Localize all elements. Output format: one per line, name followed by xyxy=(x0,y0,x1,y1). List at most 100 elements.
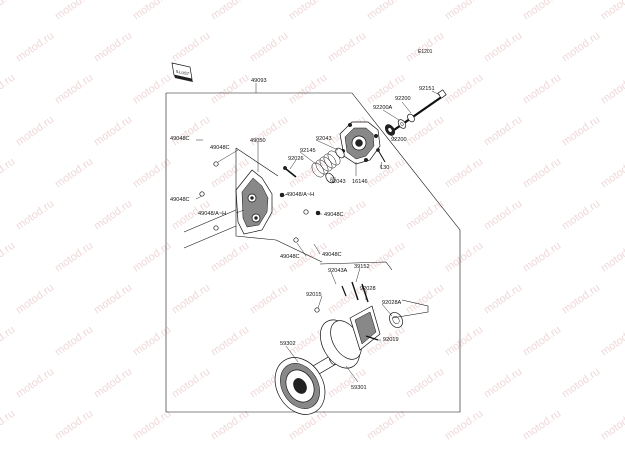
watermark-text: motod.ru xyxy=(131,324,173,359)
watermark-text: motod.ru xyxy=(365,0,407,22)
label-49048C-2: 49048C xyxy=(210,145,230,151)
sheave-59302 xyxy=(274,357,326,415)
watermark-text: motod.ru xyxy=(53,0,95,22)
arm-box xyxy=(183,147,323,263)
bushing-92028A xyxy=(389,312,403,328)
watermark-text: motod.ru xyxy=(209,0,251,22)
watermark-text: motod.ru xyxy=(404,198,446,233)
watermark-text: motod.ru xyxy=(14,366,56,401)
watermark-text: motod.ru xyxy=(482,114,524,149)
watermark-text: motod.ru xyxy=(560,282,602,317)
watermark-text: motod.ru xyxy=(560,366,602,401)
pins-39152 xyxy=(341,281,369,303)
watermark-text: motod.ru xyxy=(404,366,446,401)
watermark-text: motod.ru xyxy=(365,240,407,275)
watermark-text: motod.ru xyxy=(443,324,485,359)
label-92200-top: 92200 xyxy=(395,96,411,102)
label-130: 130 xyxy=(380,165,389,171)
watermark-text: motod.ru xyxy=(482,30,524,65)
watermark-text: motod.ru xyxy=(14,30,56,65)
watermark-text: motod.ru xyxy=(599,408,625,443)
svg-text:ILLUST: ILLUST xyxy=(175,69,190,77)
watermark-text: motod.ru xyxy=(131,408,173,443)
washer-92200A xyxy=(397,119,407,129)
watermark-text: motod.ru xyxy=(92,282,134,317)
watermark-text: motod.ru xyxy=(209,324,251,359)
label-92145: 92145 xyxy=(300,148,316,154)
label-59301: 59301 xyxy=(351,385,367,391)
watermark-text: motod.ru xyxy=(0,408,17,443)
watermark-text: motod.ru xyxy=(404,30,446,65)
watermark-text: motod.ru xyxy=(131,0,173,22)
spring-92145 xyxy=(311,150,341,178)
watermark-text: motod.ru xyxy=(170,114,212,149)
watermark-text: motod.ru xyxy=(287,72,329,107)
watermark-text: motod.ru xyxy=(287,0,329,22)
sheave-59301 xyxy=(320,305,381,369)
watermark-text: motod.ru xyxy=(53,240,95,275)
pin-92019 xyxy=(365,335,379,341)
watermark-text: motod.ru xyxy=(248,30,290,65)
label-16146: 16146 xyxy=(352,179,368,185)
part-labels: E1201 49093 92151 92200 92200A 92200 920… xyxy=(170,49,435,391)
watermark-text: motod.ru xyxy=(209,72,251,107)
label-92019: 92019 xyxy=(383,337,399,343)
watermark-text: motod.ru xyxy=(209,240,251,275)
watermark-text: motod.ru xyxy=(14,198,56,233)
watermark-text: motod.ru xyxy=(482,198,524,233)
watermark-text: motod.ru xyxy=(0,0,17,22)
diagram-code: E1201 xyxy=(418,49,433,55)
watermark-text: motod.ru xyxy=(326,366,368,401)
watermark-text: motod.ru xyxy=(365,156,407,191)
watermark-text: motod.ru xyxy=(248,282,290,317)
watermark-text: motod.ru xyxy=(560,114,602,149)
watermark-text: motod.ru xyxy=(365,408,407,443)
watermark-text: motod.ru xyxy=(170,366,212,401)
label-92151: 92151 xyxy=(419,86,435,92)
label-92043-bot: 92043 xyxy=(330,179,346,185)
watermark-text: motod.ru xyxy=(443,240,485,275)
label-92015: 92015 xyxy=(306,292,322,298)
watermark-text: motod.ru xyxy=(521,324,563,359)
watermark-text: motod.ru xyxy=(521,408,563,443)
watermark-text: motod.ru xyxy=(599,324,625,359)
watermark-text: motod.ru xyxy=(482,366,524,401)
leader-lines xyxy=(195,90,441,383)
watermark-text: motod.ru xyxy=(131,72,173,107)
label-49048AH-1: 49048/A~H xyxy=(286,192,314,198)
watermark-text: motod.ru xyxy=(170,282,212,317)
watermark-text: motod.ru xyxy=(92,366,134,401)
watermark-text: motod.ru xyxy=(404,282,446,317)
label-49093: 49093 xyxy=(251,78,267,84)
watermark-text: motod.ru xyxy=(92,114,134,149)
washer-92200-top xyxy=(407,113,415,123)
assembly-outline xyxy=(165,83,461,413)
watermark-text: motod.ru xyxy=(326,30,368,65)
watermark-text: motod.ru xyxy=(209,408,251,443)
watermark-text: motod.ru xyxy=(53,324,95,359)
watermark-text: motod.ru xyxy=(443,72,485,107)
watermark-text: motod.ru xyxy=(443,156,485,191)
watermark-text: motod.ru xyxy=(92,198,134,233)
watermark-text: motod.ru xyxy=(92,30,134,65)
watermark-text: motod.ru xyxy=(599,72,625,107)
label-92043-top: 92043 xyxy=(316,136,332,142)
spider-cover-16146 xyxy=(339,121,381,165)
label-92200-mid: 92200 xyxy=(391,137,407,143)
watermark-text: motod.ru xyxy=(560,30,602,65)
lower-box xyxy=(319,261,429,319)
watermark-text: motod.ru xyxy=(599,0,625,22)
watermark-text: motod.ru xyxy=(131,156,173,191)
watermark-text: motod.ru xyxy=(521,240,563,275)
label-49048C-1: 49048C xyxy=(170,136,190,142)
label-49048C-4: 49048C xyxy=(324,212,344,218)
label-49050: 49050 xyxy=(250,138,266,144)
washer-92200-mid xyxy=(384,124,396,136)
watermark-text: motod.ru xyxy=(53,72,95,107)
ring-92043-top xyxy=(335,147,345,159)
label-49048AH-2: 49048/A~H xyxy=(198,211,226,217)
watermark-text: motod.ru xyxy=(0,240,17,275)
label-49048C-6: 49048C xyxy=(280,254,300,260)
watermark-text: motod.ru xyxy=(0,72,17,107)
